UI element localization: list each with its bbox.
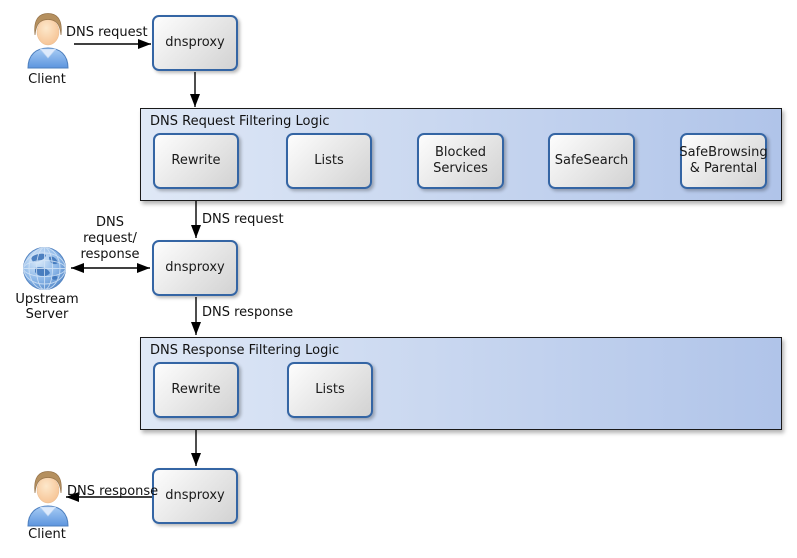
label-upstream-exchange: DNS request/ response (80, 215, 140, 262)
step-lists-request: Lists (286, 133, 372, 189)
step-rewrite-request: Rewrite (153, 133, 239, 189)
label-proxy-to-client: DNS response (67, 484, 159, 499)
response-pipeline-title: DNS Response Filtering Logic (150, 343, 340, 358)
node-dnsproxy-bottom: dnsproxy (152, 468, 238, 524)
step-safebrowsing-parental: SafeBrowsing & Parental (679, 133, 768, 189)
request-pipeline-title: DNS Request Filtering Logic (150, 114, 330, 129)
client-person-icon (27, 13, 69, 69)
node-dnsproxy-middle: dnsproxy (152, 240, 238, 296)
label-proxy-to-response-pipeline: DNS response (202, 305, 294, 320)
step-safesearch: SafeSearch (548, 133, 635, 189)
client-top-label: Client (28, 72, 66, 87)
node-dnsproxy-top: dnsproxy (152, 15, 238, 71)
client-person-icon-bottom (27, 471, 69, 527)
label-pipeline-to-proxy: DNS request (202, 212, 284, 227)
client-bottom-label: Client (28, 527, 66, 542)
step-rewrite-response: Rewrite (153, 362, 239, 418)
step-lists-response: Lists (287, 362, 373, 418)
step-blocked-services: Blocked Services (417, 133, 504, 189)
label-client-to-proxy: DNS request (66, 25, 148, 40)
response-pipeline-container: DNS Response Filtering Logic (140, 337, 782, 430)
upstream-server-label: Upstream Server (15, 292, 79, 322)
upstream-globe-icon (23, 247, 66, 290)
